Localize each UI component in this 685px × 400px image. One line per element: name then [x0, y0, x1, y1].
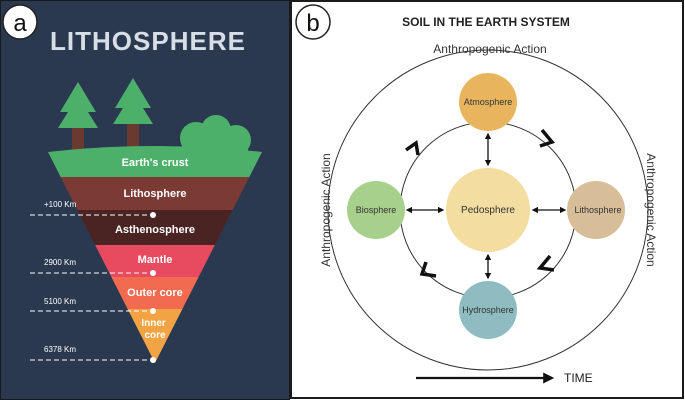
- anthropogenic-label-top: Anthropogenic Action: [433, 42, 546, 56]
- anthropogenic-label-left: Anthropogenic Action: [319, 153, 333, 266]
- bush-icon: [180, 115, 251, 155]
- panel-a-badge: [2, 4, 38, 40]
- hydrosphere-sphere: [459, 281, 517, 339]
- time-label: TIME: [564, 371, 593, 385]
- layer-earths-crust: [48, 146, 262, 177]
- lithosphere-label: Lithosphere: [574, 205, 621, 215]
- svg-text:5100 Km: 5100 Km: [44, 297, 76, 306]
- biosphere-label: Biosphere: [356, 205, 397, 215]
- layer-label: Mantle: [138, 254, 173, 266]
- layer-label: Earth's crust: [122, 157, 189, 169]
- biosphere-sphere: [347, 181, 405, 239]
- layer-lithosphere: [48, 177, 262, 210]
- svg-text:+100 Km: +100 Km: [44, 200, 77, 209]
- panel-b-title: SOIL IN THE EARTH SYSTEM: [402, 15, 570, 29]
- depth-marker: 6378 Km: [30, 345, 156, 363]
- panel-b-badge: [295, 4, 331, 40]
- layer-label: Outer core: [127, 287, 183, 299]
- svg-text:6378 Km: 6378 Km: [44, 345, 76, 354]
- tree-icon: [58, 82, 98, 150]
- depth-marker: 5100 Km: [30, 297, 156, 314]
- anthropogenic-label-right: Anthropogenic Action: [644, 153, 658, 266]
- cycle-chevron-icon: [539, 128, 555, 148]
- panel-b: b SOIL IN THE EARTH SYSTEM Anthropogenic…: [290, 0, 684, 399]
- hydrosphere-label: Hydrosphere: [462, 305, 514, 315]
- depth-marker: 2900 Km: [30, 258, 156, 276]
- atmosphere-sphere: [459, 73, 517, 131]
- panel-a-badge-label: a: [13, 10, 27, 37]
- pedosphere-sphere: [446, 168, 530, 252]
- tree-icon: [113, 78, 153, 150]
- layer-label: Asthenosphere: [115, 224, 195, 236]
- cycle-chevron-icon: [404, 139, 420, 156]
- svg-text:2900 Km: 2900 Km: [44, 258, 76, 267]
- cycle-chevron-icon: [419, 261, 437, 278]
- panel-a-title: LITHOSPHERE: [50, 26, 246, 56]
- cycle-chevron-icon: [536, 254, 555, 272]
- layer-label-inner: Inner core: [141, 318, 168, 341]
- outer-ring: [327, 49, 649, 371]
- pedosphere-label: Pedosphere: [461, 205, 515, 216]
- depth-marker: +100 Km: [30, 200, 156, 218]
- lithosphere-sphere: [567, 181, 625, 239]
- layer-label: Lithosphere: [124, 188, 187, 200]
- panel-b-badge-label: b: [306, 10, 319, 37]
- atmosphere-label: Atmosphere: [464, 97, 513, 107]
- panel-a: a LITHOSPHERE Earth's crust Lithosphere …: [0, 0, 290, 400]
